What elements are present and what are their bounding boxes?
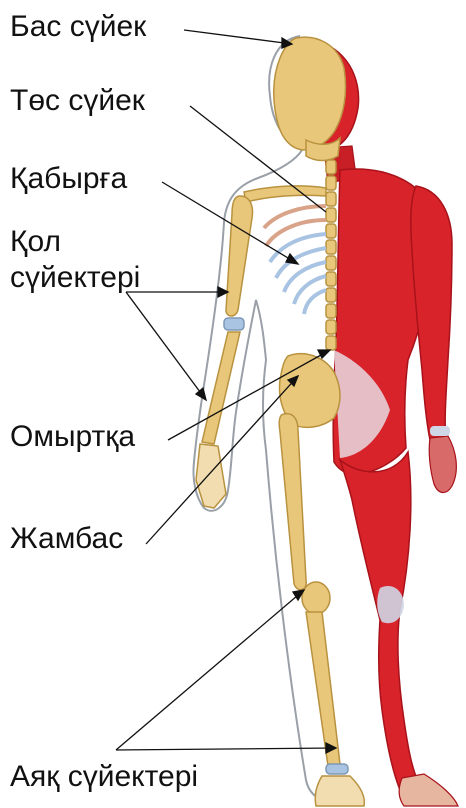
- label-arm-bones-line2: сүйектері: [10, 260, 140, 296]
- leader-arm-lower: [126, 292, 206, 400]
- foot-muscle: [399, 774, 458, 806]
- label-spine: Омыртқа: [10, 420, 135, 454]
- label-sternum: Төс сүйек: [10, 84, 145, 118]
- ankle-joint: [326, 764, 348, 774]
- leader-skull: [184, 30, 292, 44]
- hand-muscle: [429, 436, 456, 493]
- humerus-bone: [226, 196, 253, 316]
- spine-bones: [326, 160, 336, 350]
- leg-muscle: [340, 452, 420, 790]
- label-skull: Бас сүйек: [10, 10, 146, 44]
- lower-leg-bones: [306, 612, 340, 766]
- arrow-spine: [318, 350, 330, 358]
- femur-bone: [279, 414, 306, 590]
- label-ribs: Қабырға: [10, 162, 127, 196]
- clavicle-bone: [244, 186, 326, 202]
- wrist-tendon: [430, 426, 450, 436]
- hand-bones: [196, 444, 226, 508]
- label-pelvis: Жамбас: [10, 522, 123, 556]
- elbow-joint: [224, 318, 244, 330]
- label-arm-bones-line1: Қол: [10, 224, 140, 260]
- knee-cap: [302, 582, 330, 614]
- leader-leg-lower: [116, 748, 336, 750]
- arm-muscle: [411, 186, 452, 440]
- label-leg-bones: Аяқ сүйектері: [10, 760, 198, 794]
- label-arm-bones: Қол сүйектері: [10, 224, 140, 296]
- leader-leg-upper: [116, 590, 304, 750]
- foot-bones: [315, 776, 364, 806]
